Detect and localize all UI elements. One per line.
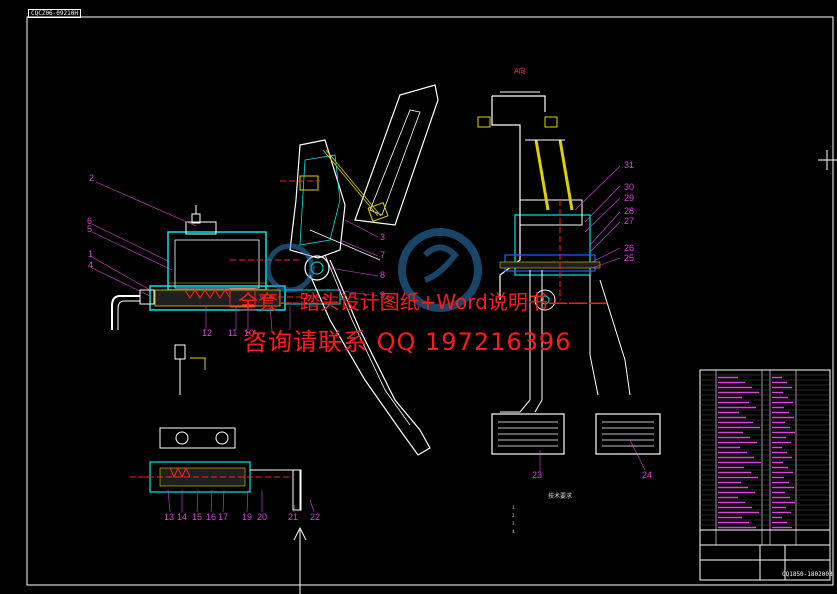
brake-pedal-side-view (280, 84, 439, 456)
callout-29: 29 (624, 193, 634, 203)
tech-note-3: 3. (512, 521, 516, 526)
part-callouts: 2 6 5 1 4 3 7 8 9 12 11 10 31 30 29 28 2… (87, 160, 652, 522)
callout-25: 25 (624, 253, 634, 263)
callout-30: 30 (624, 182, 634, 192)
tech-notes-title: 技术要求 (548, 493, 573, 500)
drawing-border (26, 16, 834, 586)
view-a-pedal-assembly (477, 91, 661, 455)
callout-1: 1 (88, 249, 93, 259)
tech-note-2: 2. (512, 513, 516, 518)
drawing-code-tag: CQCZ06-09210H (28, 9, 81, 18)
callout-17: 17 (218, 512, 228, 522)
callout-28: 28 (624, 206, 634, 216)
view-a-label: A向 (514, 67, 526, 75)
drawing-number: CQ1850-1802003 (782, 571, 833, 578)
callout-22: 22 (310, 512, 320, 522)
callout-2: 2 (89, 173, 94, 183)
callout-9: 9 (380, 290, 385, 300)
callout-15: 15 (192, 512, 202, 522)
callout-24: 24 (642, 470, 652, 480)
callout-5: 5 (87, 224, 92, 234)
clutch-cylinder-detail (130, 344, 307, 594)
tech-note-1: 1. (512, 505, 516, 510)
tech-note-4: 4. (512, 529, 516, 534)
callout-31: 31 (624, 160, 634, 170)
callout-16: 16 (206, 512, 216, 522)
callout-11: 11 (228, 328, 237, 338)
callout-27: 27 (624, 216, 634, 226)
callout-26: 26 (624, 243, 634, 253)
callout-14: 14 (177, 512, 187, 522)
watermark-line-2: 咨询请联系 QQ 197216396 (243, 328, 572, 356)
callout-8: 8 (380, 270, 385, 280)
parts-list-table (699, 369, 831, 581)
master-cylinder-section (111, 205, 355, 330)
callout-23: 23 (532, 470, 542, 480)
callout-10: 10 (244, 328, 254, 338)
callout-3: 3 (380, 232, 385, 242)
callout-12: 12 (202, 328, 212, 338)
callout-20: 20 (257, 512, 267, 522)
callout-19: 19 (242, 512, 252, 522)
callout-6: 6 (87, 216, 92, 226)
callout-21: 21 (288, 512, 298, 522)
watermark-line-1: 全套---踏头设计图纸+Word说明书——— (238, 290, 608, 314)
callout-7: 7 (380, 250, 385, 260)
watermark-logo (265, 228, 482, 312)
callout-4: 4 (88, 260, 93, 270)
callout-13: 13 (164, 512, 174, 522)
